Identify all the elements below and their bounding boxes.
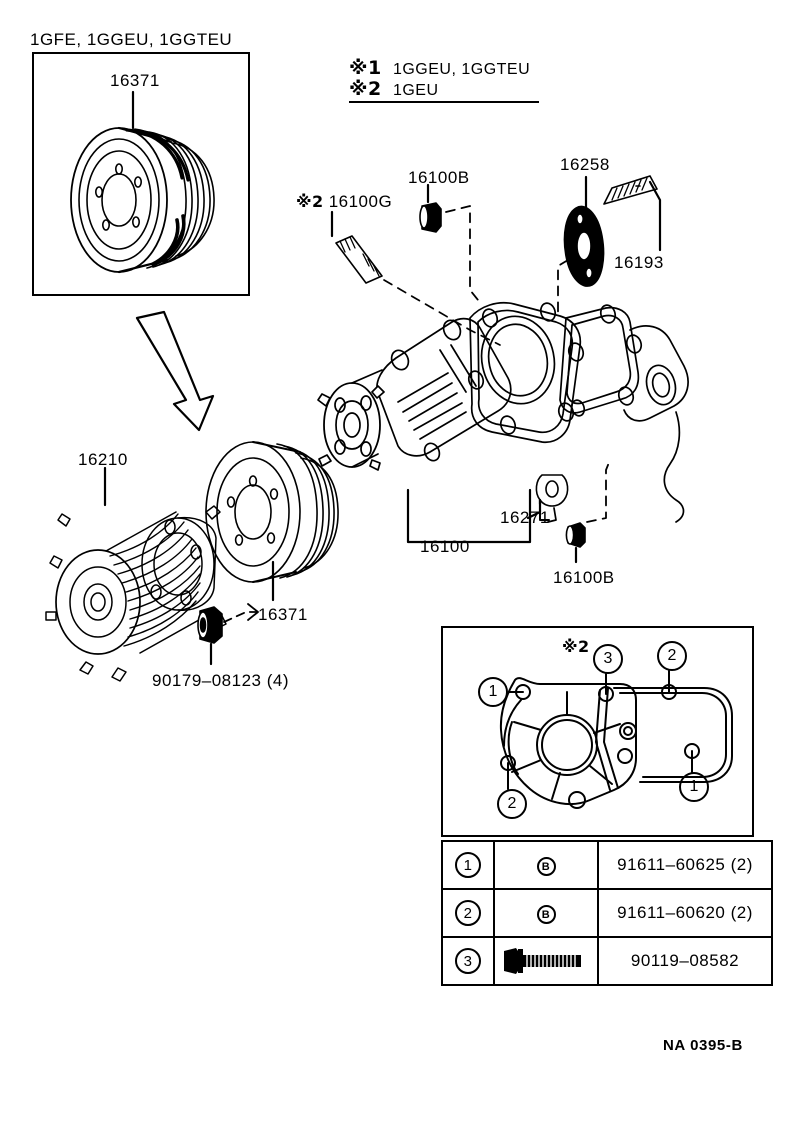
callout-1-bottomright: 1 <box>679 772 709 802</box>
transfer-arrow <box>135 310 215 432</box>
legend-underline <box>349 101 539 103</box>
label-16258: 16258 <box>560 155 610 174</box>
table-row: 2 B 91611–60620 (2) <box>441 888 773 938</box>
bush-16100b-bottom <box>565 459 611 564</box>
legend-mark-1-text: 1GGEU, 1GGTEU <box>392 61 531 78</box>
inset-bottom-mark: ※2 <box>562 637 590 657</box>
legend-mark-2-symbol: ※2 <box>349 78 382 100</box>
table-cell-partno: 91611–60620 (2) <box>597 888 773 938</box>
table-cell-partno: 91611–60625 (2) <box>597 840 773 890</box>
table-cell-icon: B <box>493 840 599 890</box>
table-row-number: 1 <box>455 852 481 878</box>
label-16210: 16210 <box>78 450 128 469</box>
parts-table: 1 B 91611–60625 (2) 2 B 91611–60620 (2) … <box>441 840 773 986</box>
label-16100b-bottom: 16100B <box>553 568 615 587</box>
fan-clutch-16210 <box>45 466 227 682</box>
flange-bolt-icon <box>504 948 581 974</box>
stud-16100g <box>330 210 501 346</box>
label-16271: 16271 <box>500 508 550 527</box>
circled-b-icon: B <box>536 904 556 924</box>
inset-top-left-part-label: 16371 <box>110 71 160 90</box>
callout-2-bottomleft: 2 <box>497 789 527 819</box>
pulley-16371-lower <box>205 441 339 602</box>
inset-bottom-mark-symbol: ※2 <box>562 637 590 656</box>
label-16100g-text: 16100G <box>328 192 393 211</box>
label-16193: 16193 <box>614 253 664 272</box>
callout-1-left: 1 <box>478 677 508 707</box>
gasket-16258 <box>557 175 605 317</box>
legend-mark-2-text: 1GEU <box>392 82 439 99</box>
legend-mark-2: ※2 1GEU <box>349 78 439 100</box>
inset-bottom-box <box>441 626 754 837</box>
label-16371-lower: 16371 <box>258 605 308 624</box>
label-16100g-mark: ※2 <box>296 192 324 211</box>
bolt-16193 <box>603 175 662 252</box>
circled-b-icon: B <box>536 856 556 876</box>
table-row-number: 2 <box>455 900 481 926</box>
table-cell-num: 1 <box>441 840 495 890</box>
inset-top-left-title: 1GFE, 1GGEU, 1GGTEU <box>30 30 233 49</box>
table-cell-icon <box>493 936 599 986</box>
label-16100b-top: 16100B <box>408 168 470 187</box>
table-row-number: 3 <box>455 948 481 974</box>
table-cell-num: 2 <box>441 888 495 938</box>
water-pump-assembly-16100 <box>317 301 689 523</box>
callout-3-top: 3 <box>593 644 623 674</box>
bush-16100b-top <box>419 183 479 301</box>
label-90179: 90179–08123 (4) <box>152 671 290 690</box>
table-cell-num: 3 <box>441 936 495 986</box>
inset-top-left-box <box>32 52 250 296</box>
callout-2-topright: 2 <box>657 641 687 671</box>
table-cell-icon: B <box>493 888 599 938</box>
table-row: 1 B 91611–60625 (2) <box>441 840 773 890</box>
legend-mark-1: ※1 1GGEU, 1GGTEU <box>349 57 530 79</box>
label-16100: 16100 <box>420 537 470 556</box>
reference-code: NA 0395-B <box>663 1037 743 1054</box>
nut-90179-08123 <box>197 603 259 666</box>
table-row: 3 <box>441 936 773 986</box>
legend-mark-1-symbol: ※1 <box>349 57 382 79</box>
table-cell-partno: 90119–08582 <box>597 936 773 986</box>
